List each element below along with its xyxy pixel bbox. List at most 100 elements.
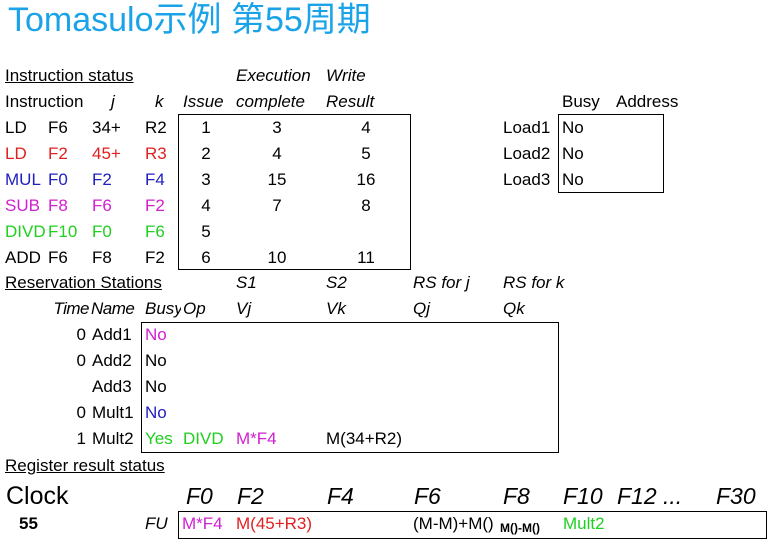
load-header-busy: Busy xyxy=(562,92,600,111)
issue-cycle: 1 xyxy=(201,118,211,137)
rs-header-time: Time xyxy=(53,299,89,318)
rs-header-rs-j: RS for j xyxy=(413,273,470,292)
instruction-k: F2 xyxy=(145,196,165,215)
register-header-f10: F10 xyxy=(563,483,603,509)
register-status-heading: Register result status xyxy=(5,456,165,475)
write-result-cycle: 8 xyxy=(361,196,371,215)
rs-header-vk: Vk xyxy=(326,299,346,318)
instruction-status-box xyxy=(178,114,411,270)
instruction-dest: F6 xyxy=(48,118,68,137)
clock-label: Clock xyxy=(6,482,69,510)
register-header-f8: F8 xyxy=(503,483,530,509)
instruction-op: DIVD xyxy=(5,222,46,241)
issue-cycle: 4 xyxy=(201,196,211,215)
instruction-j: 45+ xyxy=(92,144,121,163)
instruction-dest: F6 xyxy=(48,248,68,267)
rs-name: Add2 xyxy=(92,351,132,370)
register-header-f30: F30 xyxy=(716,483,756,509)
write-result-cycle: 16 xyxy=(356,170,376,189)
write-result-cycle: 11 xyxy=(357,248,375,267)
load-buffer-name: Load1 xyxy=(503,118,551,137)
issue-cycle: 5 xyxy=(201,222,211,241)
register-header-f6: F6 xyxy=(414,483,441,509)
rs-header-qk: Qk xyxy=(503,299,525,318)
instruction-k: F6 xyxy=(145,222,165,241)
instruction-j: F8 xyxy=(92,248,112,267)
exec-complete-cycle: 7 xyxy=(272,196,282,215)
rs-header-op: Op xyxy=(183,299,206,318)
rs-header-busy: Busy xyxy=(145,299,181,318)
rs-time: 1 xyxy=(76,429,86,448)
issue-cycle: 2 xyxy=(201,144,211,163)
fu-label: FU xyxy=(145,514,168,533)
rs-busy: No xyxy=(145,377,167,396)
rs-busy: No xyxy=(145,351,167,370)
header-exec: complete xyxy=(236,92,305,111)
rs-busy: No xyxy=(145,403,167,422)
instruction-op: MUL xyxy=(5,170,41,189)
load-header-address: Address xyxy=(616,92,679,111)
exec-complete-cycle: 10 xyxy=(267,248,287,267)
rs-header-qj: Qj xyxy=(413,299,430,318)
load-buffer-busy: No xyxy=(562,118,584,137)
instruction-op: ADD xyxy=(5,248,41,267)
rs-header-rs-k: RS for k xyxy=(503,273,565,292)
register-fu-value: M()-M() xyxy=(500,521,540,535)
exec-complete-cycle: 3 xyxy=(272,118,282,137)
rs-vj: M*F4 xyxy=(236,429,277,448)
header-j: j xyxy=(111,92,115,111)
header-k: k xyxy=(155,92,164,111)
rs-name: Mult2 xyxy=(92,429,134,448)
instruction-j: F2 xyxy=(92,170,112,189)
issue-cycle: 6 xyxy=(201,248,211,267)
page-title: Tomasulo示例 第55周期 xyxy=(8,1,371,39)
register-fu-value: M*F4 xyxy=(182,514,223,533)
instruction-op: LD xyxy=(5,118,27,137)
instruction-status-heading: Instruction status xyxy=(5,66,134,85)
issue-cycle: 3 xyxy=(201,170,211,189)
reservation-stations-heading: Reservation Stations xyxy=(5,273,162,292)
instruction-dest: F10 xyxy=(48,222,78,241)
header-exec-top: Execution xyxy=(236,66,311,85)
instruction-j: 34+ xyxy=(92,118,121,137)
load-buffers-box xyxy=(558,114,664,193)
instruction-k: F2 xyxy=(145,248,165,267)
instruction-dest: F0 xyxy=(48,170,68,189)
exec-complete-cycle: 4 xyxy=(272,144,282,163)
rs-busy: No xyxy=(145,325,167,344)
load-buffer-busy: No xyxy=(562,144,584,163)
header-write-top: Write xyxy=(326,66,366,85)
load-buffer-name: Load2 xyxy=(503,144,551,163)
register-header-f4: F4 xyxy=(327,483,354,509)
exec-complete-cycle: 15 xyxy=(267,170,287,189)
load-buffer-name: Load3 xyxy=(503,170,551,189)
rs-header-name: Name xyxy=(91,299,135,318)
rs-time: 0 xyxy=(76,351,86,370)
instruction-op: LD xyxy=(5,144,27,163)
instruction-dest: F2 xyxy=(48,144,68,163)
instruction-k: F4 xyxy=(145,170,165,189)
clock-value: 55 xyxy=(19,514,38,533)
header-instruction: Instruction xyxy=(5,92,84,111)
rs-busy: Yes xyxy=(145,429,173,448)
instruction-k: R2 xyxy=(145,118,167,137)
header-issue: Issue xyxy=(183,92,224,111)
register-fu-value: (M-M)+M() xyxy=(413,514,494,533)
instruction-dest: F8 xyxy=(48,196,68,215)
header-write: Result xyxy=(326,92,375,111)
instruction-op: SUB xyxy=(5,196,40,215)
instruction-j: F0 xyxy=(92,222,112,241)
rs-header-s1: S1 xyxy=(236,273,257,292)
rs-header-s2: S2 xyxy=(326,273,347,292)
register-header-f12: F12 ... xyxy=(617,483,683,509)
rs-time: 0 xyxy=(76,403,86,422)
register-header-f0: F0 xyxy=(186,483,213,509)
rs-name: Mult1 xyxy=(92,403,134,422)
write-result-cycle: 4 xyxy=(361,118,371,137)
rs-name: Add1 xyxy=(92,325,132,344)
rs-vk: M(34+R2) xyxy=(326,429,403,448)
write-result-cycle: 5 xyxy=(361,144,371,163)
rs-header-vj: Vj xyxy=(236,299,252,318)
rs-name: Add3 xyxy=(92,377,132,396)
instruction-k: R3 xyxy=(145,144,167,163)
